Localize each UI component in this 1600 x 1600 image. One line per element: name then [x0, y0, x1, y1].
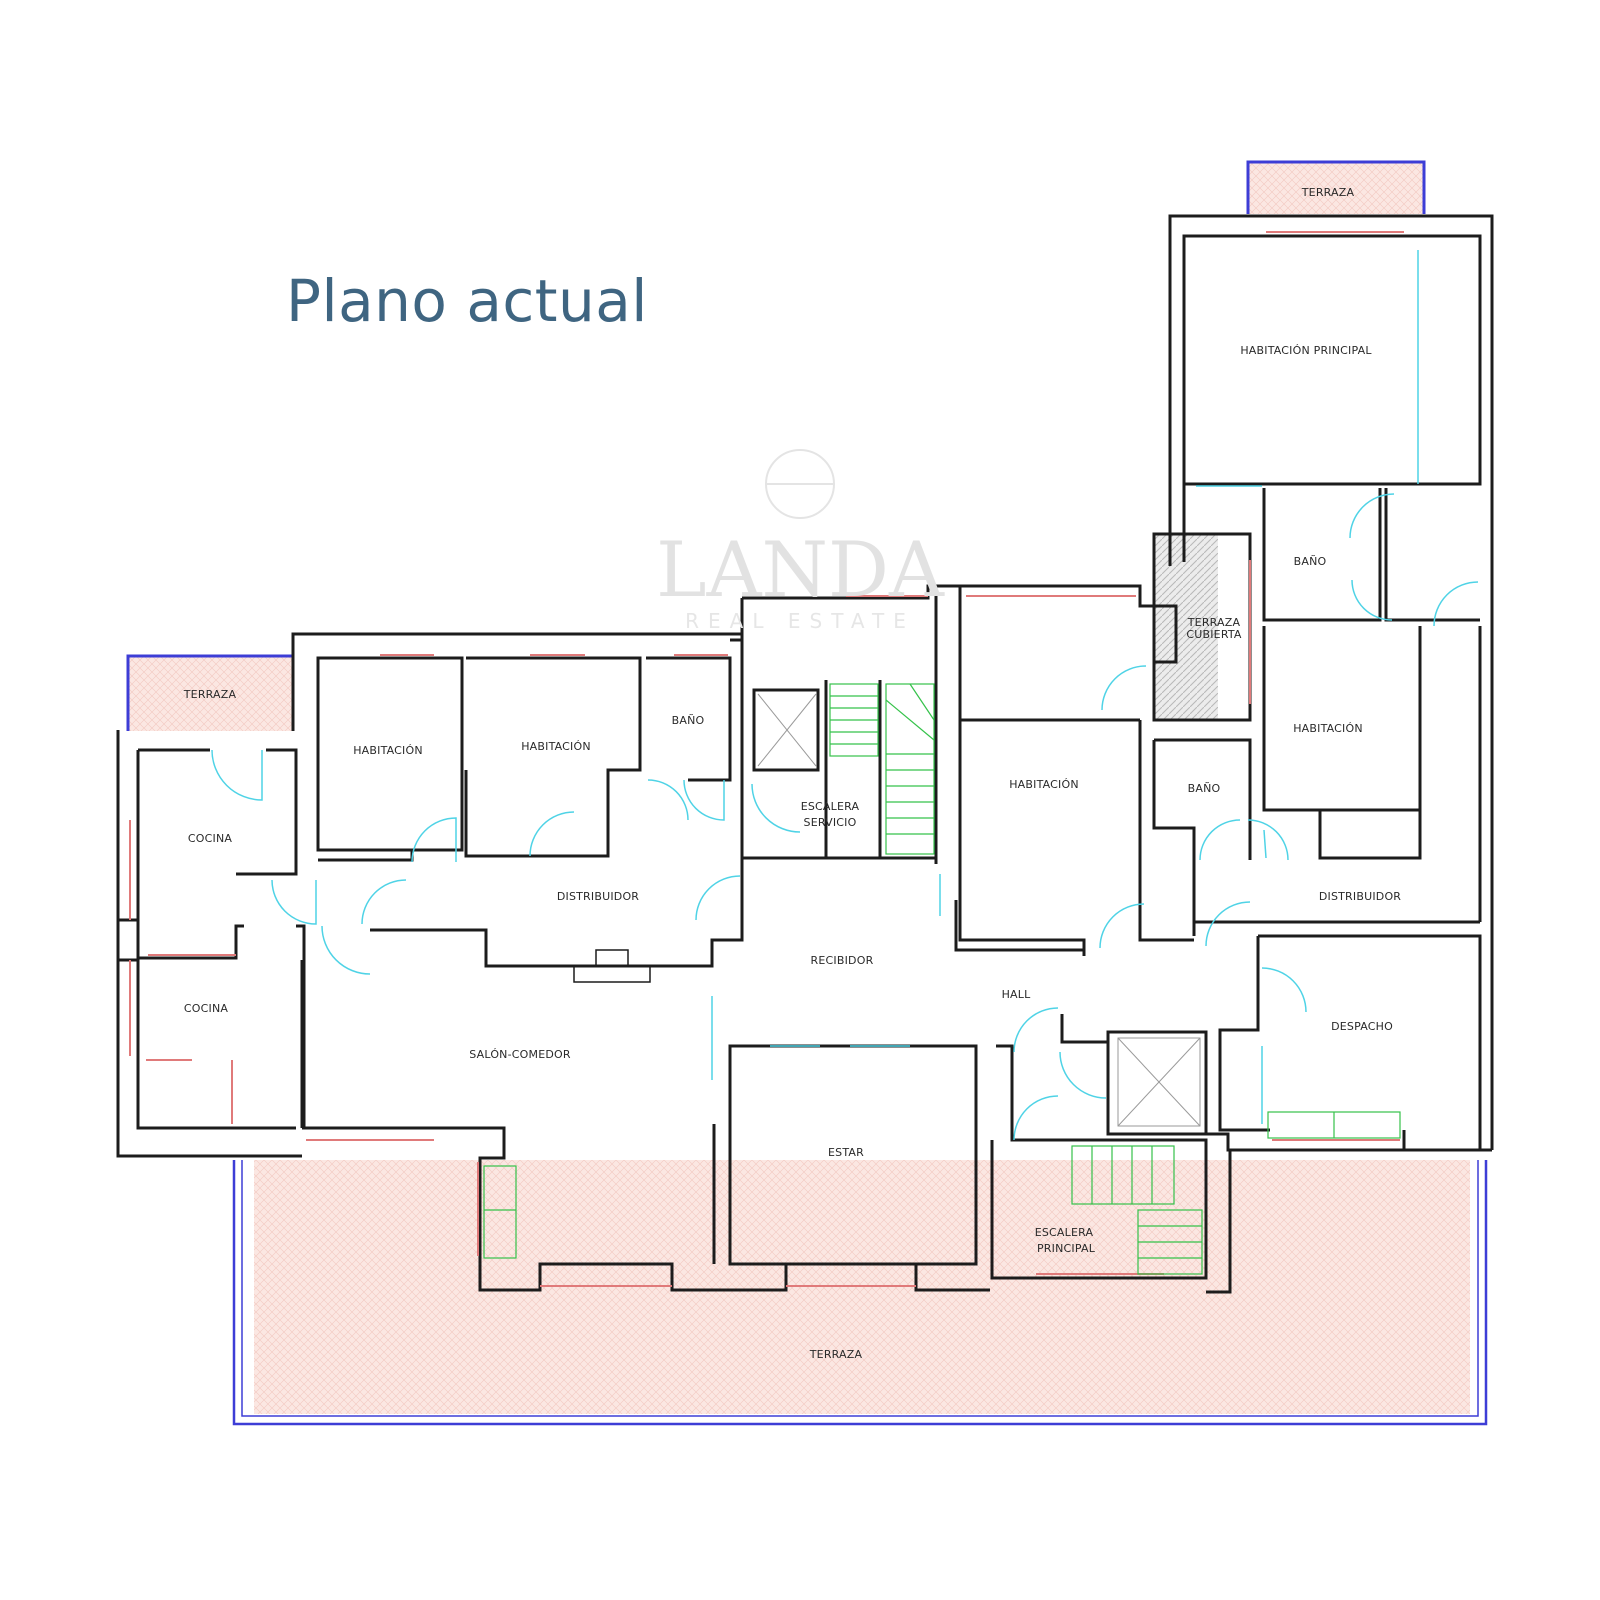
watermark-brand: LANDA: [656, 525, 945, 614]
inner-wall-master-bedroom: [1182, 234, 1482, 562]
label-hall: HALL: [1002, 988, 1032, 1001]
outer-wall-right-wing: [1168, 214, 1494, 1150]
label-terraza-left: TERRAZA: [183, 688, 237, 701]
main-stairs: [483, 1111, 1401, 1275]
outer-wall-top-left: [291, 632, 742, 731]
label-bano-1: BAÑO: [1294, 555, 1327, 568]
label-distribuidor-left: DISTRIBUIDOR: [557, 890, 639, 903]
wall-bano-1: [1262, 488, 1382, 622]
label-habitacion-principal: HABITACIÓN PRINCIPAL: [1240, 344, 1372, 357]
terrace-covered: [1154, 534, 1218, 719]
label-habitacion-2: HABITACIÓN: [521, 740, 591, 753]
label-habitacion-1: HABITACIÓN: [353, 744, 423, 757]
wall-habitacion-right: [1262, 626, 1422, 812]
label-estar: ESTAR: [828, 1146, 864, 1159]
walls: [116, 214, 1494, 1294]
label-terraza-cubierta-2: CUBIERTA: [1186, 628, 1242, 641]
elevators: [757, 693, 1201, 1127]
label-habitacion-center: HABITACIÓN: [1009, 778, 1079, 791]
label-habitacion-right: HABITACIÓN: [1293, 722, 1363, 735]
terrace-left: [128, 656, 293, 731]
label-bano-3: BAÑO: [672, 714, 705, 727]
label-escalera-principal-2: PRINCIPAL: [1037, 1242, 1096, 1255]
watermark-tagline: REAL ESTATE: [685, 609, 915, 633]
wall-bano-2: [1154, 738, 1252, 860]
terrace-top: [1248, 162, 1424, 214]
label-bano-2: BAÑO: [1188, 782, 1221, 795]
label-despacho: DESPACHO: [1331, 1020, 1393, 1033]
room-labels: TERRAZA HABITACIÓN PRINCIPAL BAÑO TERRAZ…: [183, 186, 1401, 1361]
doors: [211, 250, 1479, 1141]
page-title: Plano actual: [286, 267, 648, 335]
wall-hall: [996, 1044, 1100, 1142]
wall-cocina: [116, 730, 302, 1158]
label-salon-comedor: SALÓN-COMEDOR: [469, 1048, 571, 1061]
label-escalera-principal-1: ESCALERA: [1035, 1226, 1094, 1239]
stairs: [483, 683, 1401, 1275]
wall-despacho: [1258, 934, 1482, 1152]
label-recibidor: RECIBIDOR: [811, 954, 874, 967]
label-terraza-bottom: TERRAZA: [809, 1348, 863, 1361]
label-escalera-servicio-1: ESCALERA: [801, 800, 860, 813]
label-terraza-top: TERRAZA: [1301, 186, 1355, 199]
label-cocina-2: COCINA: [184, 1002, 228, 1015]
wall-bano-3: [646, 656, 732, 782]
service-stairs: [829, 683, 935, 855]
label-cocina-1: COCINA: [188, 832, 232, 845]
wall-habitacion-2: [464, 656, 642, 858]
label-terraza-cubierta-1: TERRAZA: [1187, 616, 1241, 629]
wall-habitacion-1: [316, 656, 464, 852]
landa-watermark: LANDA REAL ESTATE: [656, 449, 945, 633]
fireplace: [573, 949, 651, 983]
label-escalera-servicio-2: SERVICIO: [804, 816, 857, 829]
label-distribuidor-right: DISTRIBUIDOR: [1319, 890, 1401, 903]
wall-habitacion-center: [960, 584, 1178, 664]
